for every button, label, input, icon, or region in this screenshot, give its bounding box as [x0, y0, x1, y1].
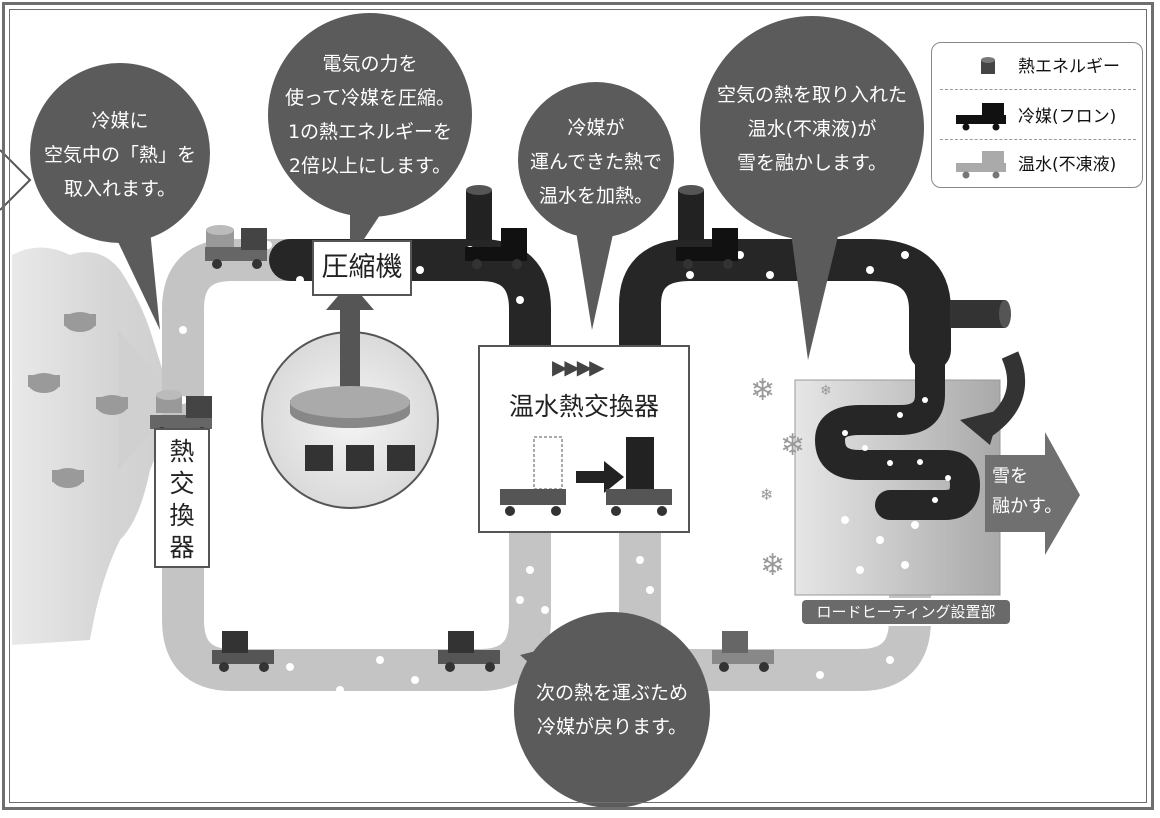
- bubble-line: 使って冷媒を圧縮。: [284, 87, 456, 109]
- bubble-melt-snow: 空気の熱を取り入れた 温水(不凍液)が 雪を融かします。: [700, 78, 924, 180]
- compressor-illustration: [261, 282, 439, 509]
- bubble-compress: 電気の力を 使って冷媒を圧縮。 1の熱エネルギーを 2倍以上にします。: [268, 47, 472, 183]
- exchange-illustration: [500, 436, 672, 516]
- refrigerant-truck-icon: [956, 103, 1006, 131]
- legend-hot-water-label: 温水(不凍液): [1018, 155, 1117, 175]
- bubble-line: 空気の熱を取り入れた: [716, 84, 907, 106]
- bubble-line: 次の熱を運ぶため: [535, 682, 688, 704]
- bubble-line: 運んできた熱で: [529, 151, 663, 173]
- speech-bubbles: [30, 13, 924, 808]
- compressor-label: 圧縮機: [312, 240, 412, 296]
- bubble-heat-water: 冷媒が 運んできた熱で 温水を加熱。: [518, 111, 674, 213]
- melt-snow-label: 雪を 融かす。: [992, 462, 1074, 522]
- bubble-line: 温水を加熱。: [538, 185, 653, 207]
- svg-text:❄: ❄: [750, 373, 775, 408]
- bubble-line: 冷媒が: [567, 117, 625, 139]
- bubble-line: 2倍以上にします。: [288, 155, 452, 177]
- water-heat-exchanger-box: ▶▶▶▶ 温水熱交換器: [478, 345, 690, 533]
- melt-line: 雪を: [992, 466, 1028, 487]
- flow-arrows-icon: ▶▶▶▶: [552, 355, 605, 379]
- bubble-line: 空気中の「熱」を: [43, 144, 196, 166]
- heat-exchanger-label: 熱 交 換 器: [154, 428, 210, 568]
- outside-air: [12, 247, 178, 645]
- legend-energy: 熱エネルギー: [932, 45, 1144, 85]
- bubble-line: 雪を融かします。: [736, 152, 888, 174]
- legend: 熱エネルギー 冷媒(フロン) 温水(不凍液): [931, 42, 1143, 188]
- hot-water-truck-icon: [956, 151, 1006, 179]
- legend-divider: [940, 139, 1136, 140]
- road-heating-label: ロードヒーティング設置部: [800, 598, 1012, 626]
- legend-hot-water: 温水(不凍液): [932, 143, 1144, 183]
- bubble-take-heat: 冷媒に 空気中の「熱」を 取入れます。: [28, 104, 212, 206]
- melt-arrow: [985, 432, 1080, 555]
- legend-refrigerant: 冷媒(フロン): [932, 95, 1144, 135]
- bubble-line: 1の熱エネルギーを: [287, 121, 453, 143]
- legend-energy-label: 熱エネルギー: [1018, 57, 1120, 77]
- legend-refrigerant-label: 冷媒(フロン): [1018, 107, 1117, 127]
- bubble-return: 次の熱を運ぶため 冷媒が戻ります。: [514, 676, 710, 744]
- heat-exchanger-char: 熱: [169, 437, 195, 466]
- svg-text:❄: ❄: [780, 428, 805, 463]
- energy-cylinders: [156, 185, 704, 413]
- inner-frame: [9, 9, 1147, 803]
- legend-divider: [940, 89, 1136, 90]
- melt-line: 融かす。: [992, 496, 1063, 517]
- energy-cylinder-icon: [981, 57, 995, 74]
- bubble-line: 電気の力を: [322, 53, 418, 75]
- bubble-line: 取入れます。: [63, 178, 177, 200]
- heat-exchanger-char: 交: [169, 469, 195, 498]
- svg-text:❄: ❄: [760, 485, 773, 504]
- snowflakes: ❄❄❄ ❄❄: [750, 373, 832, 583]
- bubble-line: 温水(不凍液)が: [747, 118, 877, 140]
- water-heat-exchanger-label: 温水熱交換器: [508, 392, 659, 421]
- trucks: [150, 228, 1011, 672]
- bubble-line: 冷媒に: [91, 110, 149, 132]
- svg-text:❄: ❄: [820, 383, 832, 399]
- heat-exchanger-char: 器: [169, 533, 195, 562]
- heat-exchanger-char: 換: [169, 501, 195, 530]
- road-heating-area: [794, 335, 1026, 596]
- svg-text:❄: ❄: [760, 548, 785, 583]
- bubble-line: 冷媒が戻ります。: [536, 716, 688, 738]
